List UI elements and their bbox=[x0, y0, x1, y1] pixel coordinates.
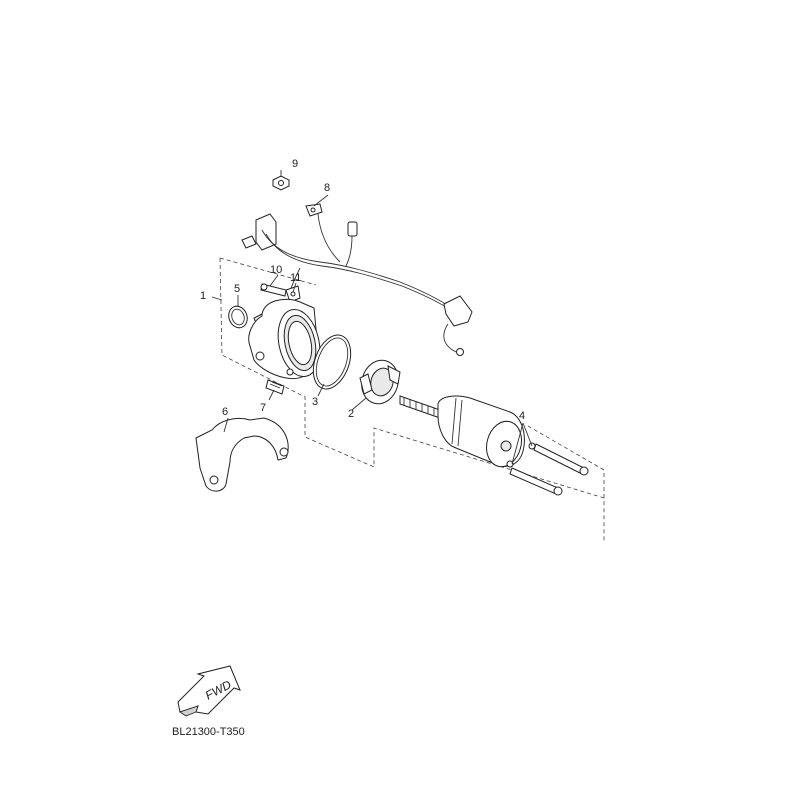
brush-holder-part-2 bbox=[359, 359, 401, 405]
long-bolts-part-4 bbox=[506, 442, 589, 496]
callout-7: 7 bbox=[260, 402, 267, 414]
callout-10: 10 bbox=[270, 264, 283, 276]
bolt-part-10 bbox=[260, 283, 287, 297]
leader-lines bbox=[211, 170, 533, 465]
starter-motor-body bbox=[399, 395, 525, 468]
motor-cover-part-1 bbox=[248, 298, 321, 380]
assembly-boundary bbox=[219, 257, 605, 543]
callout-11: 11 bbox=[290, 272, 302, 284]
terminal-part-11 bbox=[285, 285, 301, 303]
bracket-part-6 bbox=[195, 417, 289, 492]
o-ring-part-5 bbox=[228, 305, 248, 329]
callout-4: 4 bbox=[519, 410, 526, 422]
callout-5: 5 bbox=[234, 283, 241, 295]
diagram-reference-code: BL21300-T350 bbox=[172, 726, 245, 738]
callout-3: 3 bbox=[312, 396, 319, 408]
callout-2: 2 bbox=[348, 408, 355, 420]
o-ring-part-3 bbox=[312, 334, 352, 390]
callout-9: 9 bbox=[292, 158, 299, 170]
starter-lead-wire bbox=[241, 213, 473, 356]
fwd-arrow-icon: FWD bbox=[177, 665, 241, 717]
nut-part-9 bbox=[272, 175, 290, 191]
callout-1: 1 bbox=[200, 290, 207, 302]
callout-8: 8 bbox=[324, 182, 331, 194]
callout-6: 6 bbox=[222, 406, 229, 418]
bolt-part-7 bbox=[265, 379, 285, 395]
